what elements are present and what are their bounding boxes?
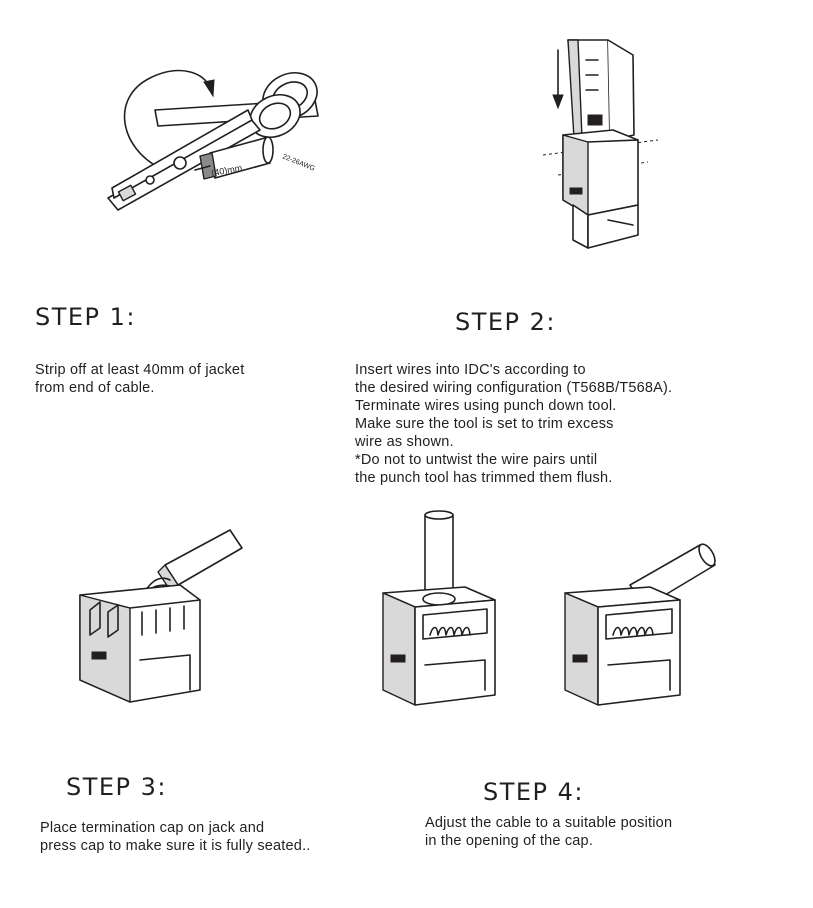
- step-4-title: STEP 4:: [483, 778, 585, 806]
- step-2-line: Terminate wires using punch down tool.: [355, 398, 617, 414]
- step-2-line: the desired wiring configuration (T568B/…: [355, 380, 673, 396]
- termination-cap-illustration: [79, 529, 243, 703]
- step-2-line: the punch tool has trimmed them flush.: [355, 470, 613, 486]
- stripping-tool-illustration: (40)mm 22-26AWG: [107, 69, 319, 211]
- rotation-arrow-icon: [123, 69, 211, 169]
- step-1-title: STEP 1:: [35, 303, 137, 331]
- step-3-text: Place termination cap on jack and press …: [40, 819, 311, 855]
- cable-vertical-illustration: [382, 510, 496, 706]
- step-4-text: Adjust the cable to a suitable position …: [425, 814, 672, 850]
- step-1-line: Strip off at least 40mm of jacket: [35, 362, 245, 378]
- punch-down-illustration: [542, 39, 659, 249]
- wire-gauge-label: 22-26AWG: [281, 153, 315, 172]
- cable-angled-illustration: [564, 543, 716, 706]
- step-2-line: *Do not to untwist the wire pairs until: [355, 452, 598, 468]
- step-2-text: Insert wires into IDC's according to the…: [355, 361, 672, 487]
- step-4-line: in the opening of the cap.: [425, 833, 594, 849]
- step-2-line: Make sure the tool is set to trim excess: [355, 416, 614, 432]
- step-2-line: wire as shown.: [355, 434, 454, 450]
- step-2-title: STEP 2:: [455, 308, 557, 336]
- step-3-line: Place termination cap on jack and: [40, 820, 265, 836]
- step-2-line: Insert wires into IDC's according to: [355, 362, 586, 378]
- step-4-line: Adjust the cable to a suitable position: [425, 815, 673, 831]
- step-1-text: Strip off at least 40mm of jacket from e…: [35, 361, 244, 397]
- step-1-line: from end of cable.: [35, 380, 155, 396]
- step-3-line: press cap to make sure it is fully seate…: [40, 838, 311, 854]
- step-3-title: STEP 3:: [66, 773, 168, 801]
